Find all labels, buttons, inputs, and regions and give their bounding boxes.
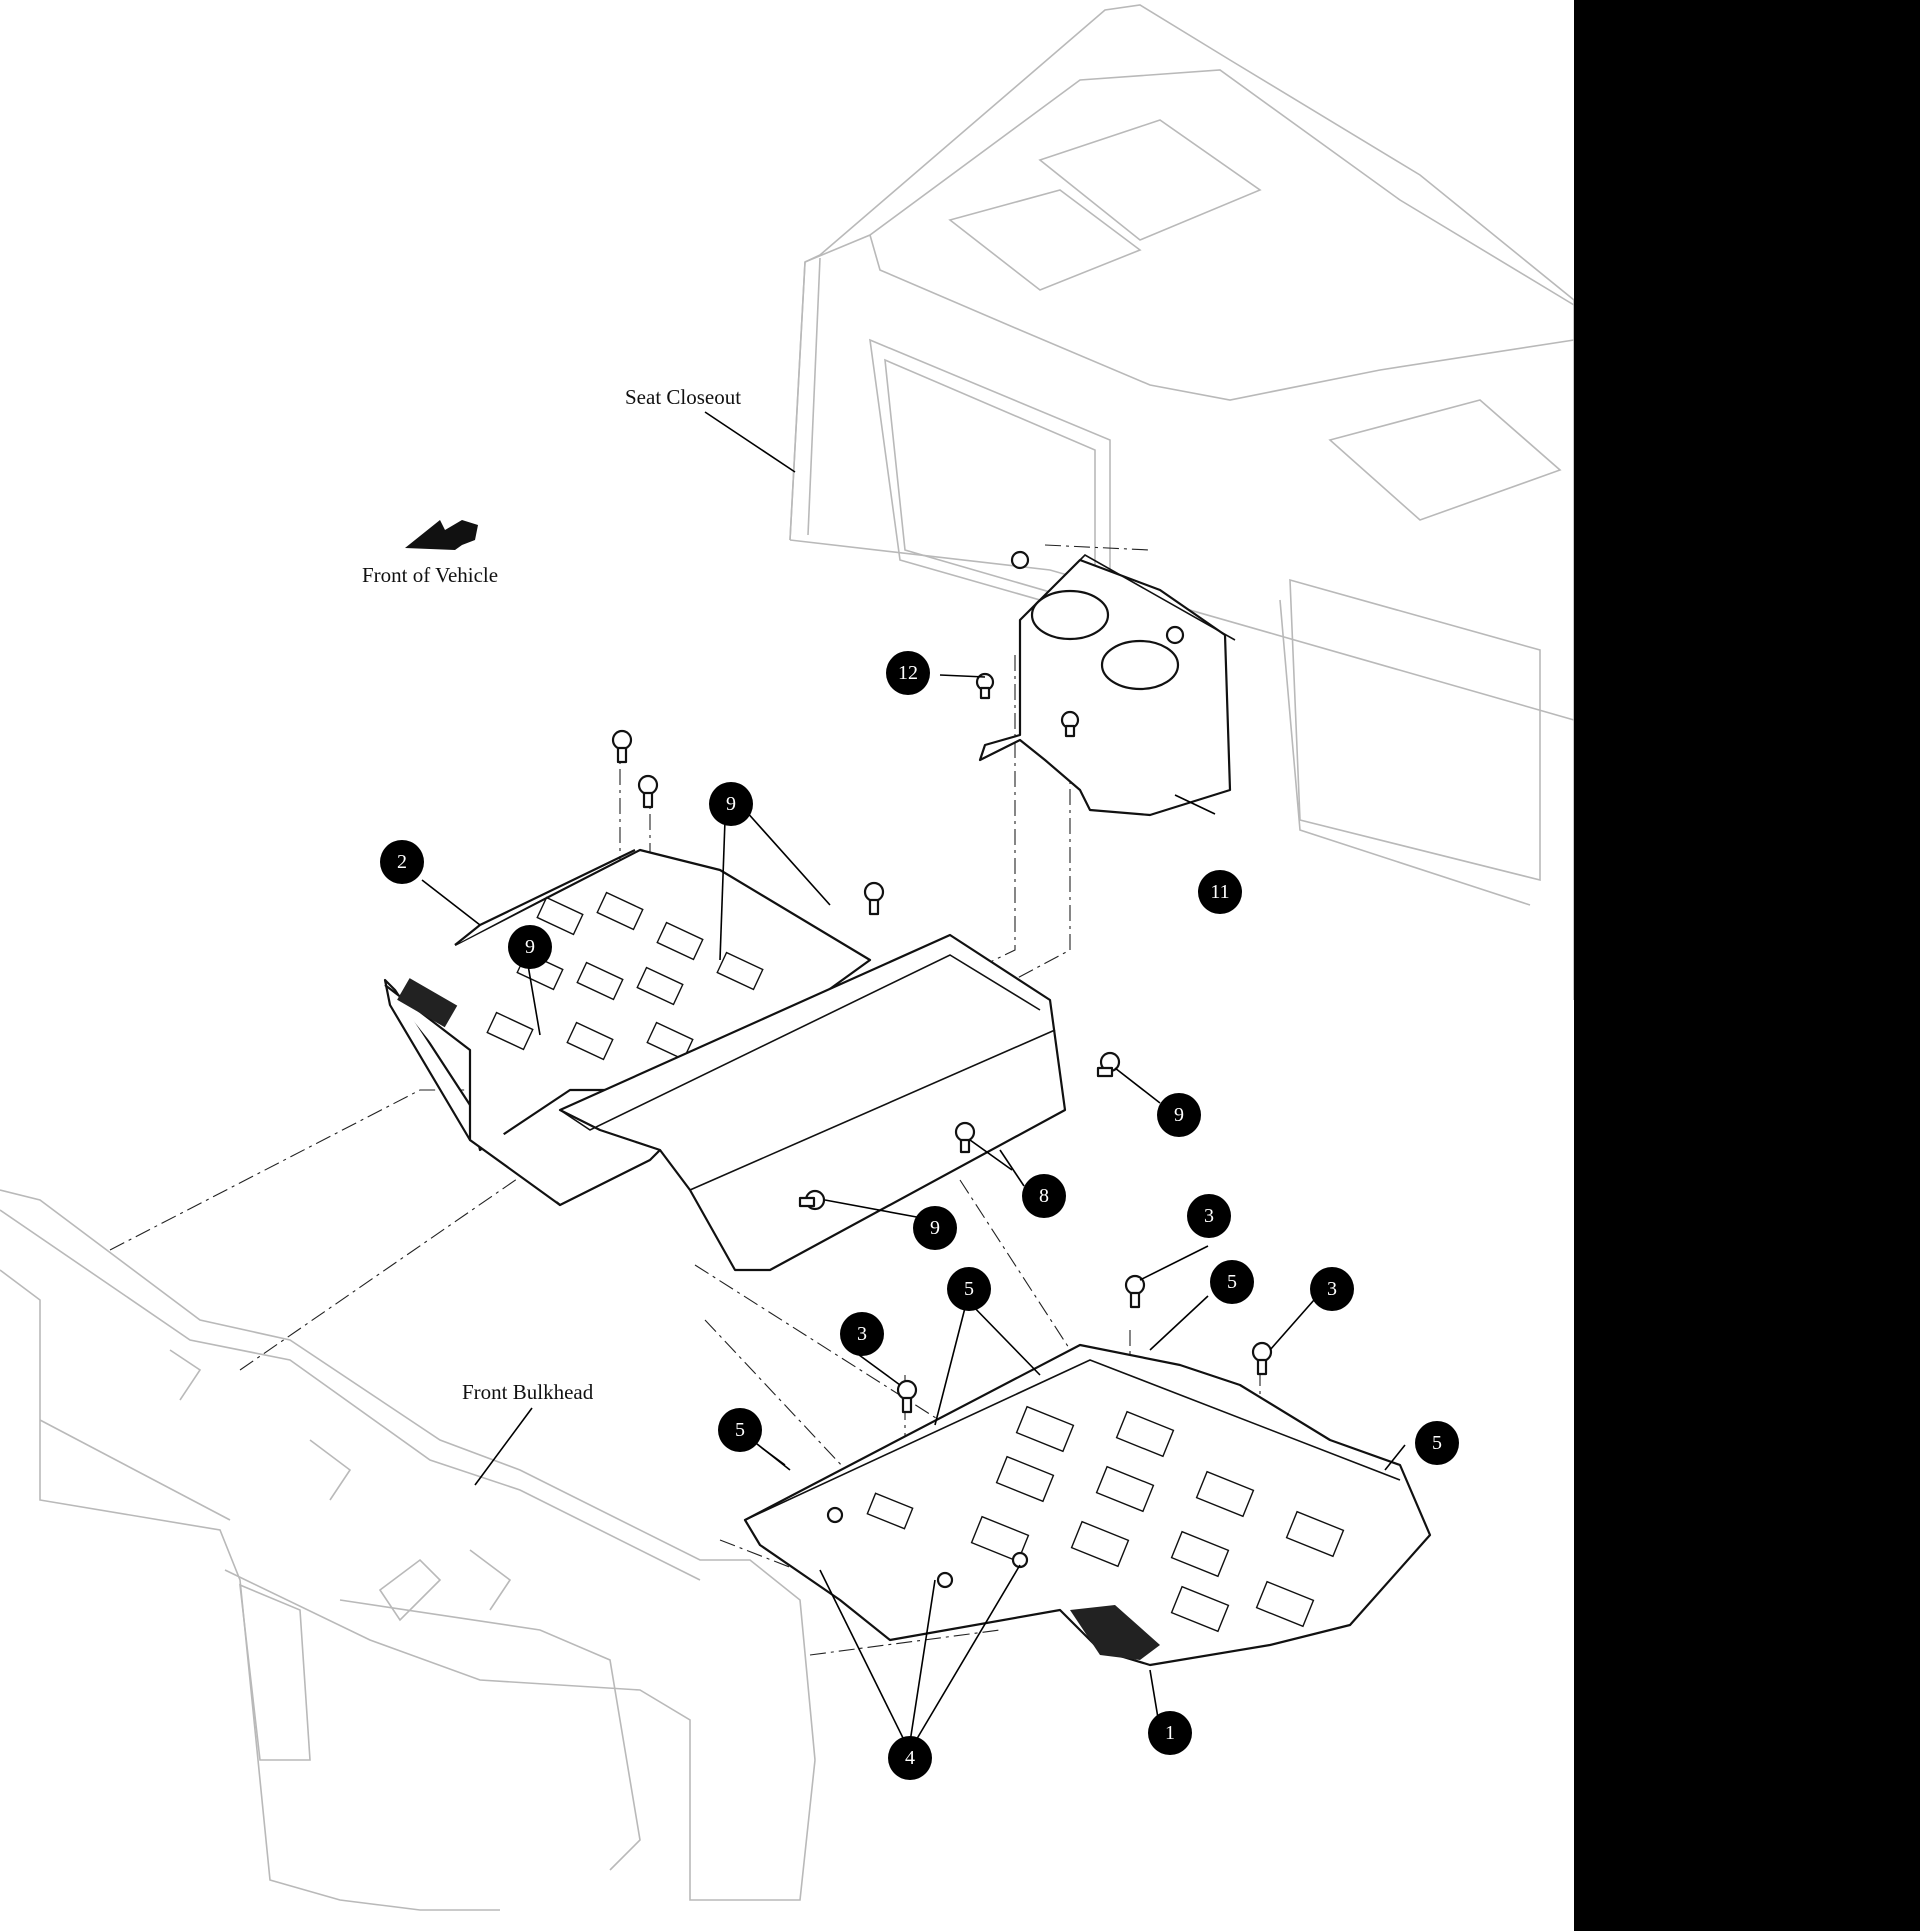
svg-text:5: 5 — [1227, 1271, 1237, 1293]
svg-text:9: 9 — [1174, 1104, 1184, 1126]
part-1-floor-panel — [743, 1343, 1432, 1667]
label-front-of-vehicle: Front of Vehicle — [362, 563, 498, 587]
part-8-tunnel-cover — [558, 933, 1067, 1272]
screw-icon — [826, 1506, 844, 1524]
fasteners — [611, 550, 1273, 1589]
screw-icon — [1096, 1051, 1121, 1078]
callout-2: 2 — [380, 840, 424, 884]
svg-text:8: 8 — [1039, 1185, 1049, 1207]
screw-icon — [936, 1571, 954, 1589]
svg-text:3: 3 — [1327, 1278, 1337, 1300]
callout-3-upper: 3 — [1187, 1194, 1231, 1238]
callout-9-lower: 9 — [913, 1206, 957, 1250]
screw-icon — [1060, 710, 1080, 738]
screw-icon — [637, 774, 659, 809]
seat-closeout-outline — [789, 4, 1575, 1000]
callout-5-left: 5 — [718, 1408, 762, 1452]
svg-text:12: 12 — [898, 662, 918, 684]
part-11-cupholder — [978, 554, 1236, 817]
callout-3-right: 3 — [1310, 1267, 1354, 1311]
callout-4: 4 — [888, 1736, 932, 1780]
screw-icon — [954, 1121, 976, 1154]
callout-5-center: 5 — [947, 1267, 991, 1311]
screw-icon — [611, 729, 633, 764]
callout-12: 12 — [886, 651, 930, 695]
svg-text:9: 9 — [726, 793, 736, 815]
callout-1: 1 — [1148, 1711, 1192, 1755]
front-bulkhead-outline — [0, 1189, 816, 1911]
svg-text:11: 11 — [1210, 881, 1229, 903]
right-black-band — [1574, 0, 1920, 1931]
svg-text:9: 9 — [930, 1217, 940, 1239]
screw-icon — [896, 1379, 918, 1414]
callout-5-upper-right: 5 — [1210, 1260, 1254, 1304]
svg-text:3: 3 — [1204, 1205, 1214, 1227]
label-front-of-vehicle-group: Front of Vehicle — [362, 563, 498, 587]
label-front-bulkhead-group: Front Bulkhead — [462, 1380, 594, 1486]
callout-9-left: 9 — [508, 925, 552, 969]
callout-11: 11 — [1198, 870, 1242, 914]
front-of-vehicle-arrow-icon — [405, 520, 478, 550]
svg-text:4: 4 — [905, 1747, 915, 1769]
callout-leaders — [421, 674, 1406, 1743]
svg-text:2: 2 — [397, 851, 407, 873]
callout-3-left: 3 — [840, 1312, 884, 1356]
svg-text:3: 3 — [857, 1323, 867, 1345]
callout-8: 8 — [1022, 1174, 1066, 1218]
part-2-floor-panel — [383, 848, 872, 1207]
screw-icon — [798, 1189, 826, 1211]
svg-text:5: 5 — [735, 1419, 745, 1441]
screw-icon — [1251, 1341, 1273, 1376]
callout-9-upper: 9 — [709, 782, 753, 826]
callout-5-far-right: 5 — [1415, 1421, 1459, 1465]
callout-9-right: 9 — [1157, 1093, 1201, 1137]
screw-icon — [1124, 1274, 1146, 1309]
screw-icon — [975, 672, 995, 700]
part-2-tread-pad — [397, 978, 458, 1028]
part-1-tread-pad — [1070, 1605, 1160, 1660]
label-seat-closeout: Seat Closeout — [625, 385, 741, 409]
screw-icon — [1011, 1551, 1029, 1569]
svg-text:5: 5 — [1432, 1432, 1442, 1454]
screw-icon — [1010, 550, 1030, 570]
label-front-bulkhead: Front Bulkhead — [462, 1380, 594, 1404]
screw-icon — [863, 881, 885, 916]
screw-icon — [1165, 625, 1185, 645]
svg-text:1: 1 — [1165, 1722, 1175, 1744]
svg-text:5: 5 — [964, 1278, 974, 1300]
svg-text:9: 9 — [525, 936, 535, 958]
label-seat-closeout-group: Seat Closeout — [625, 385, 796, 473]
